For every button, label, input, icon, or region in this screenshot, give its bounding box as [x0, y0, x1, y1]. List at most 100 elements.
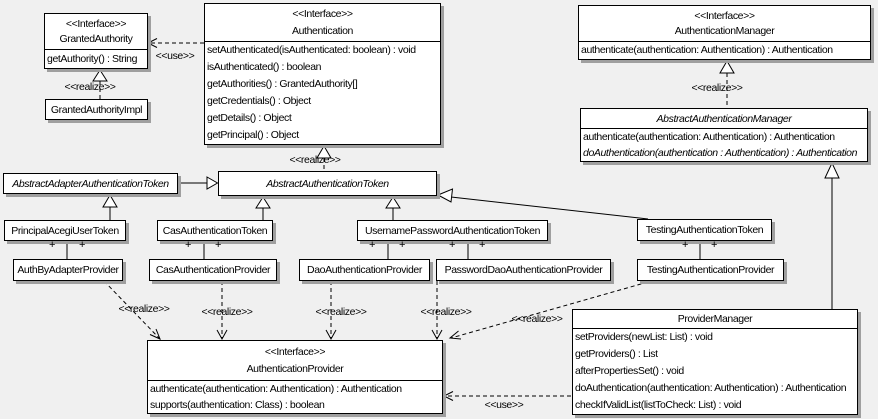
- realize-stereotype-label: <<realize>>: [289, 154, 341, 166]
- edge-generalization-provider-manager: [824, 161, 840, 309]
- edge-generalization-adapter-token: [178, 176, 219, 190]
- methods-compartment: setAuthenticated(isAuthenticated: boolea…: [205, 41, 440, 144]
- multiplicity-plus: +: [398, 239, 406, 251]
- edge-realize-cas-provider: [216, 281, 228, 341]
- class-name: GrantedAuthorityImpl: [50, 103, 143, 116]
- class-box-username-password-authentication-token[interactable]: UsernamePasswordAuthenticationToken: [357, 220, 548, 241]
- class-box-dao-authentication-provider[interactable]: DaoAuthenticationProvider: [299, 259, 430, 281]
- edge-realize-authbyadapter-provider: [103, 280, 161, 340]
- edge-generalization-testing-token: [436, 188, 649, 220]
- realize-stereotype-label: <<realize>>: [420, 306, 472, 318]
- class-box-authentication-provider[interactable]: <<Interface>> AuthenticationProvider aut…: [147, 340, 443, 414]
- class-name: AuthenticationProvider: [246, 363, 344, 375]
- method-label: afterPropertiesSet() : void: [575, 365, 684, 377]
- class-title: <<Interface>> AuthenticationManager: [579, 6, 870, 41]
- class-box-cas-authentication-token[interactable]: CasAuthenticationToken: [157, 220, 273, 241]
- edge-realize-testing-provider: [448, 281, 649, 340]
- class-name: GrantedAuthority: [59, 33, 133, 46]
- class-box-password-dao-authentication-provider[interactable]: PasswordDaoAuthenticationProvider: [436, 259, 611, 281]
- class-name: CasAuthenticationToken: [162, 224, 268, 237]
- edge-realize-grantedauthorityimpl: [92, 69, 108, 99]
- class-name: PrincipalAcegiUserToken: [11, 224, 119, 237]
- realize-stereotype-label: <<realize>>: [201, 306, 253, 318]
- class-name: ProviderManager: [677, 313, 753, 325]
- method-label: setProviders(newList: List) : void: [575, 331, 713, 343]
- edge-generalization-cas-token: [255, 196, 271, 220]
- multiplicity-plus: +: [184, 239, 192, 251]
- method-label: isAuthenticated() : boolean: [207, 61, 322, 73]
- method-label: doAuthentication(authentication : Authen…: [583, 147, 858, 159]
- method-label: getAuthority() : String: [47, 53, 138, 65]
- method-label: getDetails() : Object: [207, 112, 292, 124]
- class-name: Authentication: [292, 24, 353, 37]
- class-name: AbstractAuthenticationManager: [656, 112, 792, 125]
- realize-stereotype-label: <<realize>>: [691, 82, 743, 94]
- class-title: <<Interface>> GrantedAuthority: [45, 14, 147, 49]
- stereotype-label: <<Interface>>: [65, 17, 127, 30]
- methods-compartment: setProviders(newList: List) : void getPr…: [573, 328, 857, 414]
- class-title: <<Interface>> AuthenticationProvider: [148, 341, 442, 380]
- method-label: getCredentials() : Object: [207, 95, 311, 107]
- class-box-principal-acegi-user-token[interactable]: PrincipalAcegiUserToken: [4, 220, 126, 241]
- class-box-granted-authority-impl[interactable]: GrantedAuthorityImpl: [45, 99, 148, 120]
- class-name: CasAuthenticationProvider: [155, 264, 271, 276]
- class-box-abstract-adapter-authentication-token[interactable]: AbstractAdapterAuthenticationToken: [3, 173, 178, 194]
- class-box-authentication[interactable]: <<Interface>> Authentication setAuthenti…: [204, 3, 441, 145]
- realize-stereotype-label: <<realize>>: [64, 81, 116, 93]
- realize-stereotype-label: <<realize>>: [118, 303, 170, 315]
- class-box-auth-by-adapter-provider[interactable]: AuthByAdapterProvider: [13, 259, 123, 281]
- method-label: doAuthentication(authentication: Authent…: [575, 382, 847, 394]
- methods-compartment: getAuthority() : String: [45, 49, 147, 68]
- class-box-testing-authentication-provider[interactable]: TestingAuthenticationProvider: [637, 259, 784, 281]
- multiplicity-plus: +: [681, 239, 689, 251]
- class-box-cas-authentication-provider[interactable]: CasAuthenticationProvider: [149, 259, 277, 281]
- class-box-granted-authority[interactable]: <<Interface>> GrantedAuthority getAuthor…: [44, 13, 148, 69]
- stereotype-label: <<Interface>>: [292, 8, 353, 21]
- multiplicity-plus: +: [214, 239, 222, 251]
- class-title: ProviderManager: [573, 310, 857, 328]
- class-name: DaoAuthenticationProvider: [307, 264, 422, 276]
- edge-realize-abstractmanager-manager: [719, 60, 735, 108]
- edge-realize-dao-provider: [325, 281, 337, 341]
- method-label: getPrincipal() : Object: [207, 129, 299, 141]
- method-label: setAuthenticated(isAuthenticated: boolea…: [207, 44, 416, 56]
- stereotype-label: <<Interface>>: [694, 9, 755, 22]
- method-label: authenticate(authentication: Authenticat…: [581, 44, 833, 56]
- class-box-testing-authentication-token[interactable]: TestingAuthenticationToken: [637, 219, 772, 241]
- class-box-abstract-authentication-manager[interactable]: AbstractAuthenticationManager authentica…: [580, 108, 868, 162]
- method-label: getAuthorities() : GrantedAuthority[]: [207, 78, 358, 90]
- realize-stereotype-label: <<realize>>: [511, 313, 563, 325]
- use-stereotype-label: <<use>>: [155, 50, 195, 62]
- methods-compartment: authenticate(authentication: Authenticat…: [581, 128, 867, 161]
- edge-generalization-principal-token: [102, 194, 118, 220]
- class-name: AuthByAdapterProvider: [17, 264, 119, 276]
- class-name: TestingAuthenticationToken: [645, 224, 764, 236]
- class-box-provider-manager[interactable]: ProviderManager setProviders(newList: Li…: [572, 309, 858, 415]
- class-name: AbstractAuthenticationToken: [266, 177, 389, 190]
- method-label: authenticate(authentication: Authenticat…: [150, 383, 402, 395]
- class-name: AuthenticationManager: [674, 25, 775, 38]
- stereotype-label: <<Interface>>: [264, 346, 326, 358]
- methods-compartment: authenticate(authentication: Authenticat…: [148, 380, 442, 413]
- methods-compartment: authenticate(authentication: Authenticat…: [579, 41, 870, 59]
- edge-realize-abstracttoken-authentication: [316, 145, 332, 171]
- method-label: authenticate(authentication: Authenticat…: [583, 131, 835, 143]
- edge-generalization-usernamepassword-token: [385, 196, 401, 220]
- method-label: getProviders() : List: [575, 348, 658, 360]
- multiplicity-plus: +: [710, 239, 718, 251]
- use-stereotype-label: <<use>>: [484, 399, 524, 411]
- multiplicity-plus: +: [48, 239, 56, 251]
- edge-use-authentication-grantedauthority: [146, 38, 204, 48]
- class-box-abstract-authentication-token[interactable]: AbstractAuthenticationToken: [218, 171, 437, 196]
- multiplicity-plus: +: [78, 239, 86, 251]
- edge-use-providermanager-authenticationprovider: [442, 391, 572, 401]
- realize-stereotype-label: <<realize>>: [315, 306, 367, 318]
- multiplicity-plus: +: [478, 239, 486, 251]
- class-title: AbstractAuthenticationManager: [581, 109, 867, 128]
- multiplicity-plus: +: [448, 239, 456, 251]
- multiplicity-plus: +: [368, 239, 376, 251]
- class-box-authentication-manager[interactable]: <<Interface>> AuthenticationManager auth…: [578, 5, 871, 60]
- method-label: checkIfValidList(listToCheck: List) : vo…: [575, 399, 742, 411]
